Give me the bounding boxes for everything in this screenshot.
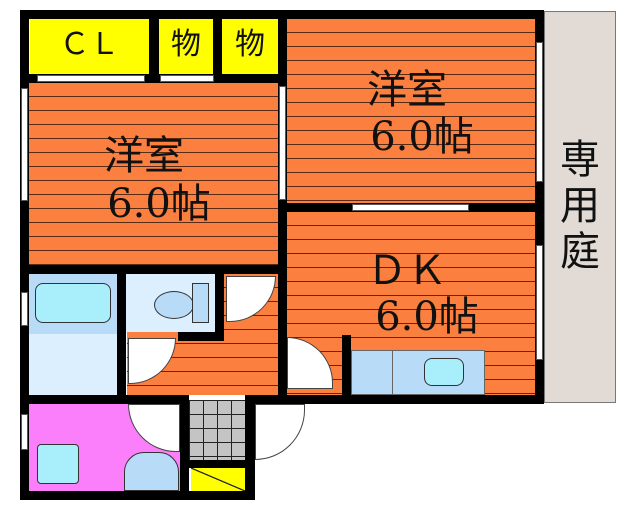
hall-wall-top — [20, 265, 286, 274]
closet-bottom-wall — [20, 74, 286, 83]
entrance-wall-right — [245, 395, 255, 500]
toilet-bowl — [154, 291, 194, 319]
window-dk[interactable] — [536, 245, 543, 360]
storage-2: 物 — [222, 19, 278, 74]
kitchen-counter — [351, 350, 485, 395]
window-right-room[interactable] — [536, 42, 543, 182]
closet-label: ＣＬ — [59, 27, 120, 62]
dk-name: ＤＫ — [367, 248, 447, 294]
western-room-right-name: 洋室 — [367, 67, 447, 113]
private-garden-label: 専 用 庭 — [560, 137, 600, 275]
western-room-right: 洋室 6.0帖 — [287, 19, 535, 205]
sliding-door-dk[interactable] — [352, 204, 469, 211]
outer-wall-bottom-right — [245, 395, 544, 404]
entrance-door[interactable] — [255, 404, 305, 460]
middle-wall — [278, 10, 287, 404]
closet-door-2[interactable] — [160, 75, 214, 82]
wash-basin — [124, 452, 179, 491]
western-room-left: 洋室 6.0帖 — [29, 83, 278, 265]
washroom-wall-top — [20, 395, 180, 404]
washing-machine — [37, 444, 79, 484]
entrance-wall-left — [180, 395, 189, 500]
toilet-wall-bottom — [178, 332, 224, 341]
bathtub — [35, 283, 111, 323]
private-garden: 専 用 庭 — [544, 11, 616, 403]
window-left-room[interactable] — [21, 88, 28, 201]
storage-1: 物 — [159, 19, 213, 74]
window-bath[interactable] — [21, 292, 28, 326]
outer-wall-bottom-left — [20, 491, 255, 500]
sliding-door-rooms[interactable] — [279, 86, 286, 200]
entrance-wall-mid — [189, 460, 255, 468]
storage-2-label: 物 — [235, 27, 265, 62]
western-room-left-size: 6.0帖 — [107, 181, 211, 227]
kitchen-sink — [424, 358, 464, 386]
closet: ＣＬ — [30, 19, 149, 74]
shoe-cabinet — [191, 468, 245, 491]
closet-divider — [149, 19, 159, 83]
toilet-wall-right — [215, 274, 224, 341]
kitchen-wall — [342, 335, 351, 397]
outer-wall-right — [535, 10, 544, 404]
closet-door-1[interactable] — [37, 75, 145, 82]
western-room-left-name: 洋室 — [104, 133, 184, 179]
toilet-tank — [192, 283, 209, 323]
storage-divider — [213, 19, 222, 83]
dk-size: 6.0帖 — [375, 294, 479, 340]
western-room-right-size: 6.0帖 — [370, 114, 474, 160]
window-washroom[interactable] — [21, 414, 28, 450]
outer-wall-left — [20, 10, 29, 500]
storage-1-label: 物 — [171, 27, 201, 62]
toilet-room — [126, 274, 215, 332]
bathroom — [29, 274, 117, 402]
genkan-tiles — [189, 400, 245, 460]
bath-wall — [117, 274, 126, 404]
